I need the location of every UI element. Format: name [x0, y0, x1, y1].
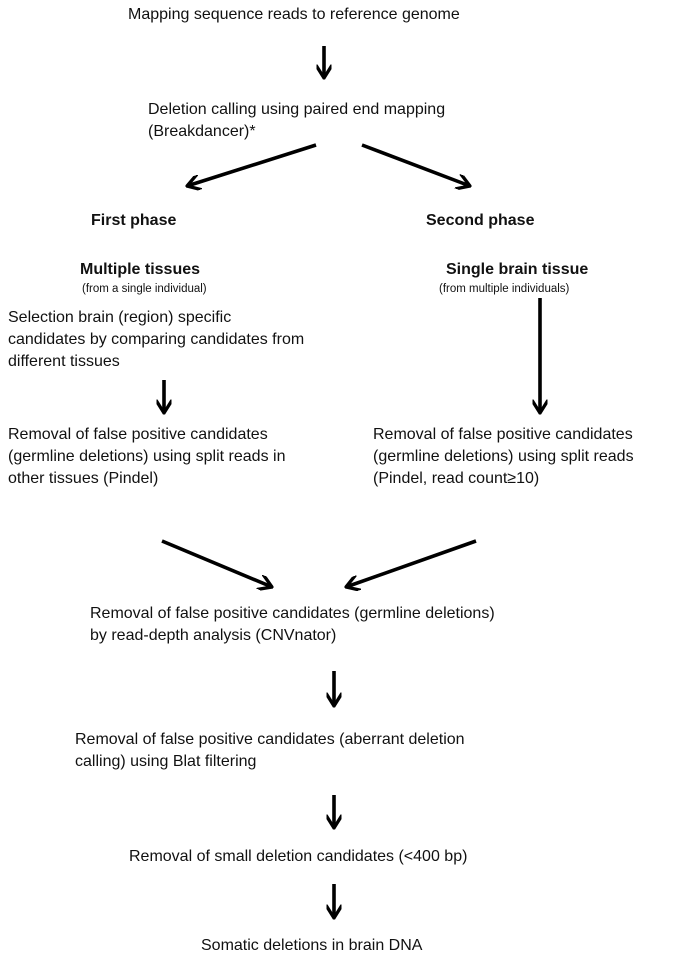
second-phase-note: (from multiple individuals) — [439, 283, 570, 295]
second-phase-subtitle: Single brain tissue — [446, 261, 589, 278]
second-phase-pindel-line-3: (Pindel, read count≥10) — [373, 470, 540, 487]
arrow-calling-to-second-phase — [361, 143, 470, 186]
arrow-calling-to-first-phase — [187, 143, 317, 186]
arrow-first-phase-to-cnvnator — [161, 539, 272, 587]
step-blat-line-1: Removal of false positive candidates (ab… — [75, 731, 465, 748]
step-result: Somatic deletions in brain DNA — [201, 937, 423, 954]
step-cnvnator-line-1: Removal of false positive candidates (ge… — [90, 605, 495, 622]
first-phase-pindel-line-1: Removal of false positive candidates — [8, 426, 268, 443]
first-phase-selection-line-3: different tissues — [8, 353, 120, 370]
first-phase-title: First phase — [91, 212, 177, 229]
first-phase-pindel-line-2: (germline deletions) using split reads i… — [8, 448, 286, 465]
first-phase-selection-line-1: Selection brain (region) specific — [8, 309, 232, 326]
step-blat-line-2: calling) using Blat filtering — [75, 753, 257, 770]
second-phase-pindel-line-1: Removal of false positive candidates — [373, 426, 633, 443]
first-phase-subtitle: Multiple tissues — [80, 261, 201, 278]
step-mapping: Mapping sequence reads to reference geno… — [128, 6, 460, 23]
second-phase-title: Second phase — [426, 212, 535, 229]
first-phase-selection-line-2: candidates by comparing candidates from — [8, 331, 305, 348]
arrow-second-phase-to-cnvnator — [346, 539, 477, 587]
step-cnvnator-line-2: by read-depth analysis (CNVnator) — [90, 627, 337, 644]
step-small-deletions: Removal of small deletion candidates (<4… — [129, 848, 468, 865]
step-deletion-calling-line-1: Deletion calling using paired end mappin… — [148, 101, 446, 118]
step-deletion-calling-line-2: (Breakdancer)* — [148, 123, 256, 140]
first-phase-note: (from a single individual) — [82, 283, 207, 295]
second-phase-pindel-line-2: (germline deletions) using split reads — [373, 448, 634, 465]
first-phase-pindel-line-3: other tissues (Pindel) — [8, 470, 159, 487]
